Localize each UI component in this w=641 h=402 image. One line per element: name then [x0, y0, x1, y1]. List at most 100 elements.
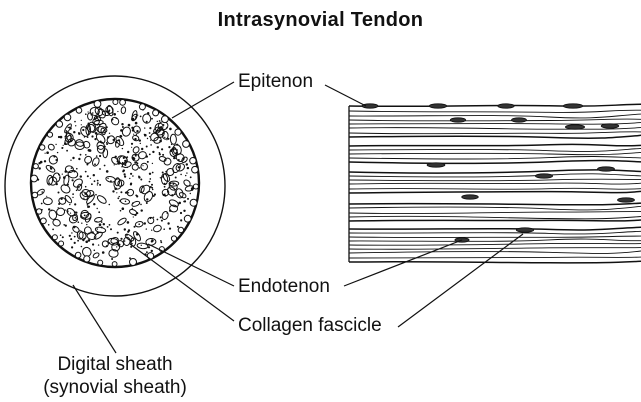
stipple-dot	[97, 113, 99, 115]
stipple-dot	[128, 192, 129, 193]
stipple-dot	[130, 246, 132, 248]
stipple-dot	[146, 228, 147, 229]
stipple-dot	[80, 154, 82, 156]
epitenon-cell	[84, 256, 90, 262]
epitenon-cell	[76, 108, 82, 114]
stipple-dot	[144, 127, 145, 128]
stipple-dot	[94, 180, 96, 182]
stipple-dot	[63, 176, 66, 179]
tenocyte-cell	[563, 104, 582, 108]
stipple-dot	[162, 124, 164, 126]
stipple-dot	[133, 134, 134, 135]
stipple-dot	[72, 179, 74, 181]
stipple-dot	[146, 198, 148, 200]
stipple-dot	[154, 131, 156, 133]
stipple-dot	[82, 129, 84, 131]
fascicle-oval	[141, 163, 148, 170]
stipple-dot	[102, 251, 105, 254]
stipple-dot	[150, 186, 152, 188]
stipple-dot	[117, 161, 118, 162]
stipple-dot	[128, 124, 131, 127]
epitenon-cell	[130, 259, 137, 266]
stipple-dot	[140, 179, 142, 181]
stipple-dot	[38, 162, 40, 164]
stipple-dot	[90, 178, 91, 179]
stipple-dot	[85, 113, 87, 115]
stipple-dot	[74, 242, 76, 244]
fiber-line	[349, 206, 641, 210]
endotenon-leader-left	[148, 244, 234, 286]
tenocyte-cell	[427, 163, 445, 167]
stipple-dot	[182, 157, 184, 159]
stipple-dot	[46, 151, 49, 154]
stipple-dot	[153, 217, 154, 218]
stipple-dot	[123, 157, 125, 159]
tenocyte-cell	[598, 167, 615, 171]
stipple-dot	[124, 164, 126, 166]
stipple-dot	[151, 250, 153, 252]
epitenon-cell	[94, 101, 101, 108]
stipple-dot	[157, 146, 159, 148]
stipple-dot	[97, 208, 98, 209]
stipple-dot	[156, 130, 158, 132]
stipple-dot	[132, 175, 134, 177]
stipple-dot	[109, 242, 111, 244]
stipple-dot	[147, 161, 149, 163]
tenocyte-cell	[516, 228, 533, 232]
stipple-dot	[120, 238, 122, 240]
stipple-dot	[112, 244, 114, 246]
stipple-dot	[83, 238, 85, 240]
stipple-dot	[137, 162, 139, 164]
stipple-dot	[149, 173, 151, 175]
fiber-line	[349, 191, 641, 193]
stipple-dot	[78, 221, 80, 223]
fiber-line	[349, 174, 641, 177]
stipple-dot	[109, 133, 110, 134]
stipple-dot	[78, 158, 80, 160]
stipple-dot	[135, 195, 137, 197]
stipple-dot	[93, 203, 95, 205]
fascicle-oval	[96, 194, 107, 205]
stipple-dot	[65, 225, 67, 227]
stipple-dot	[136, 212, 138, 214]
epitenon-cell	[190, 199, 197, 206]
stipple-dot	[86, 127, 88, 129]
fiber-line	[349, 119, 641, 121]
stipple-dot	[51, 210, 53, 212]
stipple-dot	[173, 157, 175, 159]
stipple-dot	[73, 226, 76, 229]
stipple-dot	[110, 180, 112, 182]
stipple-dot	[144, 134, 145, 135]
stipple-dot	[46, 196, 47, 197]
stipple-dot	[131, 143, 133, 145]
stipple-dot	[115, 141, 117, 143]
stipple-dot	[164, 183, 166, 185]
collagen-fascicle-leader-left	[130, 244, 234, 321]
stipple-dot	[48, 183, 49, 184]
stipple-dot	[165, 171, 167, 173]
synovial-sheath-label: (synovial sheath)	[40, 378, 190, 397]
epitenon-cell	[190, 158, 196, 164]
stipple-dot	[180, 219, 182, 221]
stipple-dot	[113, 139, 115, 141]
stipple-dot	[116, 192, 117, 193]
stipple-dot	[167, 138, 169, 140]
stipple-dot	[52, 176, 53, 177]
stipple-dot	[150, 217, 152, 219]
stipple-dot	[160, 126, 162, 128]
stipple-dot	[178, 159, 180, 161]
stipple-dot	[44, 160, 46, 162]
stipple-dot	[141, 245, 142, 246]
stipple-dot	[168, 146, 170, 148]
stipple-dot	[131, 127, 133, 129]
stipple-dot	[69, 235, 71, 237]
stipple-dot	[118, 244, 120, 246]
stipple-dot	[126, 191, 128, 193]
stipple-dot	[85, 154, 87, 156]
stipple-dot	[84, 215, 86, 217]
epitenon-cell	[56, 121, 62, 127]
fiber-line	[349, 132, 641, 134]
stipple-dot	[178, 166, 180, 168]
stipple-dot	[109, 204, 111, 206]
stipple-dot	[70, 213, 71, 214]
